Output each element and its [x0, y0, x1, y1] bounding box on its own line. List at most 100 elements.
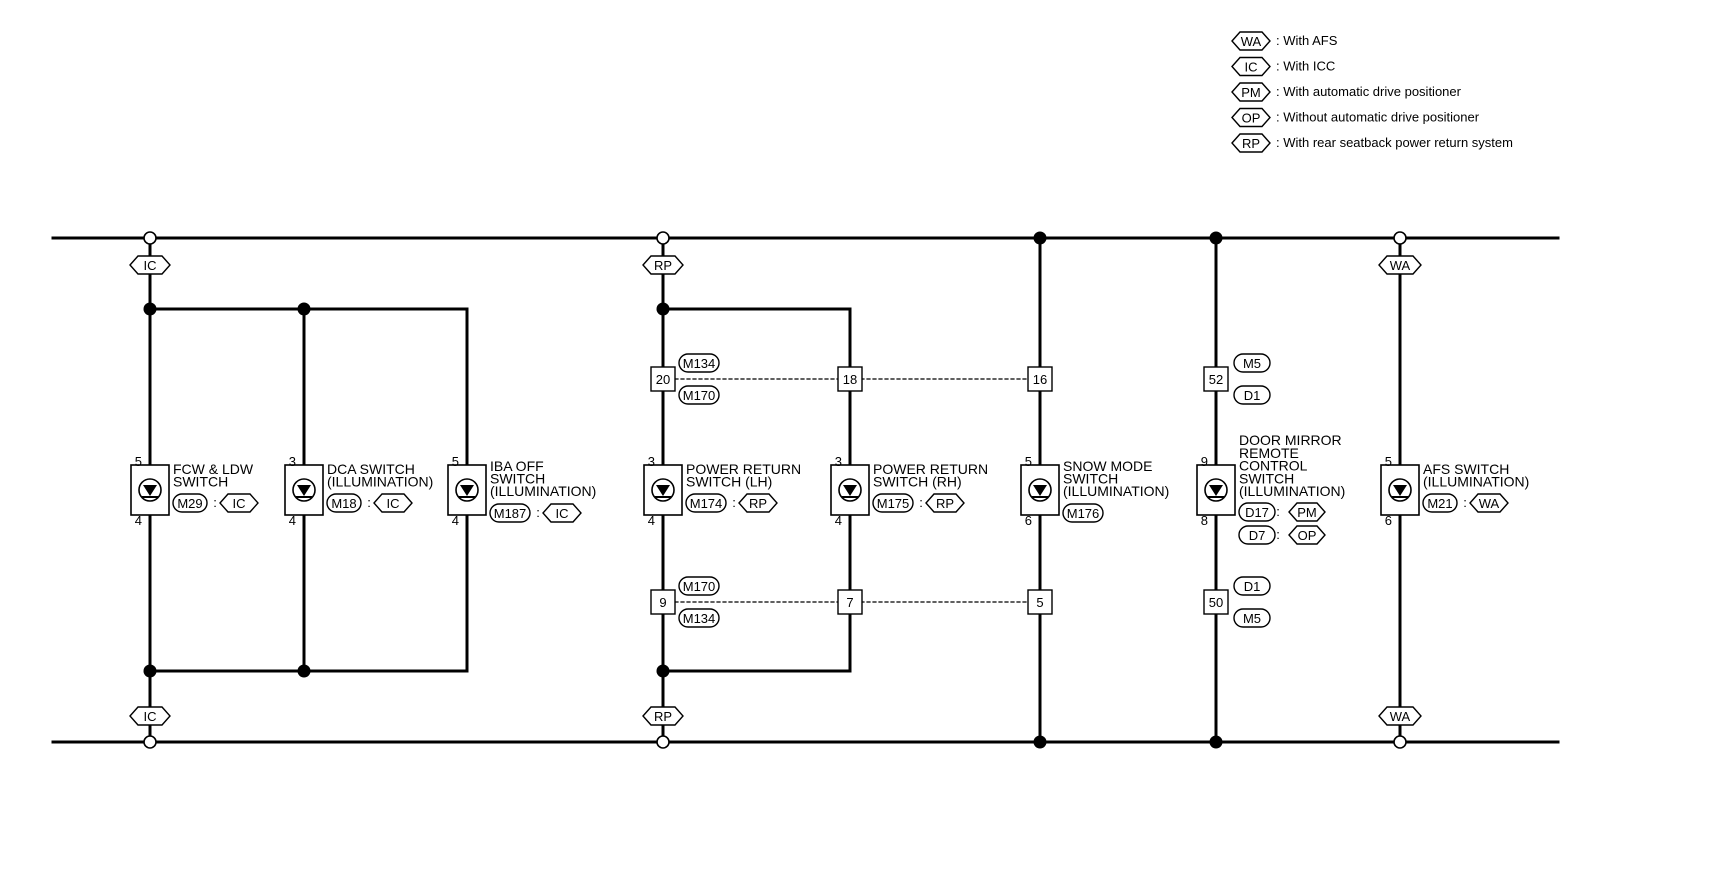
- mirror-upper-connector-shape: [1233, 385, 1271, 405]
- legend-code: IC: [1245, 60, 1258, 75]
- prrh-name: SWITCH (RH): [873, 474, 962, 490]
- mirror-lower-connector-shape: [1233, 608, 1271, 628]
- dca-top-pin: 3: [289, 454, 296, 469]
- mirror-upper-connector: M5: [1243, 356, 1261, 371]
- dca-connector-shape: [326, 493, 362, 513]
- mirror-colon: :: [1276, 527, 1280, 542]
- afs-name: AFS SWITCH: [1423, 461, 1509, 477]
- afs-top-pin: 5: [1385, 454, 1392, 469]
- dca-option-shape: [373, 493, 413, 513]
- prlh-switch-diode-icon: [656, 485, 670, 496]
- mirror-upper-pin-box: [1203, 366, 1229, 392]
- mirror-lower-connector-shape: [1233, 576, 1271, 596]
- legend-code-shape: [1231, 82, 1271, 102]
- fcw-name: FCW & LDW: [173, 461, 254, 477]
- mirror-lower-pin-box: [1203, 589, 1229, 615]
- prrh-top-pin: 3: [835, 454, 842, 469]
- iba-colon: :: [536, 505, 540, 520]
- rp-top-splice: [656, 302, 670, 316]
- ic-branch-bottom-shape: [129, 706, 171, 726]
- iba-option: IC: [556, 506, 569, 521]
- ic-bottom-terminal: [143, 735, 157, 749]
- snow-connector: M176: [1067, 506, 1100, 521]
- iba-name: (ILLUMINATION): [490, 483, 596, 499]
- upper-junction-connector: M134: [683, 356, 716, 371]
- iba-top-pin: 5: [452, 454, 459, 469]
- dca-colon: :: [367, 495, 371, 510]
- snow-name: SWITCH: [1063, 471, 1118, 487]
- snow-connector-shape: [1062, 503, 1104, 523]
- mirror-switch-diode-icon: [1209, 485, 1223, 496]
- fcw-option-shape: [219, 493, 259, 513]
- ic-branch-top-shape: [129, 255, 171, 275]
- prlh-option: RP: [749, 496, 767, 511]
- mirror-name: CONTROL: [1239, 458, 1308, 474]
- prrh-colon: :: [919, 495, 923, 510]
- upper-junction-connector-shape: [678, 385, 720, 405]
- legend-text: : With rear seatback power return system: [1276, 135, 1513, 150]
- prrh-connector-shape: [872, 493, 914, 513]
- wa-branch-top: WA: [1390, 258, 1411, 273]
- wa-bottom-terminal: [1393, 735, 1407, 749]
- lower-junction-connector: M170: [683, 579, 716, 594]
- afs-connector-shape: [1422, 493, 1458, 513]
- mirror-option: OP: [1298, 528, 1317, 543]
- snow-name: (ILLUMINATION): [1063, 483, 1169, 499]
- snow-top-splice: [1033, 231, 1047, 245]
- fcw-top-pin: 5: [135, 454, 142, 469]
- legend-code-shape: [1231, 56, 1271, 77]
- mirror-upper-connector: D1: [1244, 388, 1261, 403]
- dca-bottom-pin: 4: [289, 513, 296, 528]
- dca-option: IC: [387, 496, 400, 511]
- mirror-lower-connector: D1: [1244, 579, 1261, 594]
- rp-branch-top-shape: [642, 255, 684, 275]
- snow-top-pin: 5: [1025, 454, 1032, 469]
- afs-bottom-pin: 6: [1385, 513, 1392, 528]
- legend-code-shape: [1231, 133, 1271, 153]
- afs-option: WA: [1479, 496, 1500, 511]
- lower-junction-pin: 9: [659, 595, 666, 610]
- afs-switch-diode-icon: [1393, 485, 1407, 496]
- afs-name: (ILLUMINATION): [1423, 474, 1529, 490]
- prlh-top-pin: 3: [648, 454, 655, 469]
- ic-branch-top: IC: [144, 258, 157, 273]
- rp-bottom-terminal: [656, 735, 670, 749]
- mirror-top-splice: [1209, 231, 1223, 245]
- afs-connector: M21: [1427, 496, 1452, 511]
- prrh-bottom-pin: 4: [835, 513, 842, 528]
- mirror-lower-pin: 50: [1209, 595, 1223, 610]
- mirror-option: PM: [1297, 505, 1317, 520]
- iba-name: SWITCH: [490, 471, 545, 487]
- fcw-switch-diode-icon: [143, 485, 157, 496]
- upper-junction-pin: 20: [656, 372, 670, 387]
- mirror-upper-pin: 52: [1209, 372, 1223, 387]
- fcw-option: IC: [233, 496, 246, 511]
- lower-junction-connector-shape: [678, 576, 720, 596]
- mirror-option-shape: [1288, 525, 1326, 545]
- upper-junction-pin: 18: [843, 372, 857, 387]
- legend-code: RP: [1242, 136, 1260, 151]
- mirror-name: DOOR MIRROR: [1239, 432, 1342, 448]
- afs-colon: :: [1463, 495, 1467, 510]
- wa-branch-top-shape: [1378, 255, 1422, 275]
- snow-bottom-pin: 6: [1025, 513, 1032, 528]
- parts-layer: [129, 231, 1509, 749]
- lower-junction-pin-box: [1027, 589, 1053, 615]
- legend-code-shape: [1231, 31, 1271, 51]
- lower-junction-pin-box: [650, 589, 676, 615]
- fcw-bottom-pin: 4: [135, 513, 142, 528]
- mirror-bottom-pin: 8: [1201, 513, 1208, 528]
- rp-branch-bottom-shape: [642, 706, 684, 726]
- mirror-name: (ILLUMINATION): [1239, 483, 1345, 499]
- snow-name: SNOW MODE: [1063, 458, 1152, 474]
- iba-name: IBA OFF: [490, 458, 544, 474]
- lower-junction-pin: 5: [1036, 595, 1043, 610]
- prlh-colon: :: [732, 495, 736, 510]
- rp-branch-bottom: RP: [654, 709, 672, 724]
- wa-branch-bottom-shape: [1378, 706, 1422, 726]
- iba-connector-shape: [489, 503, 531, 523]
- lower-junction-pin: 7: [846, 595, 853, 610]
- mirror-connector-shape: [1238, 525, 1276, 545]
